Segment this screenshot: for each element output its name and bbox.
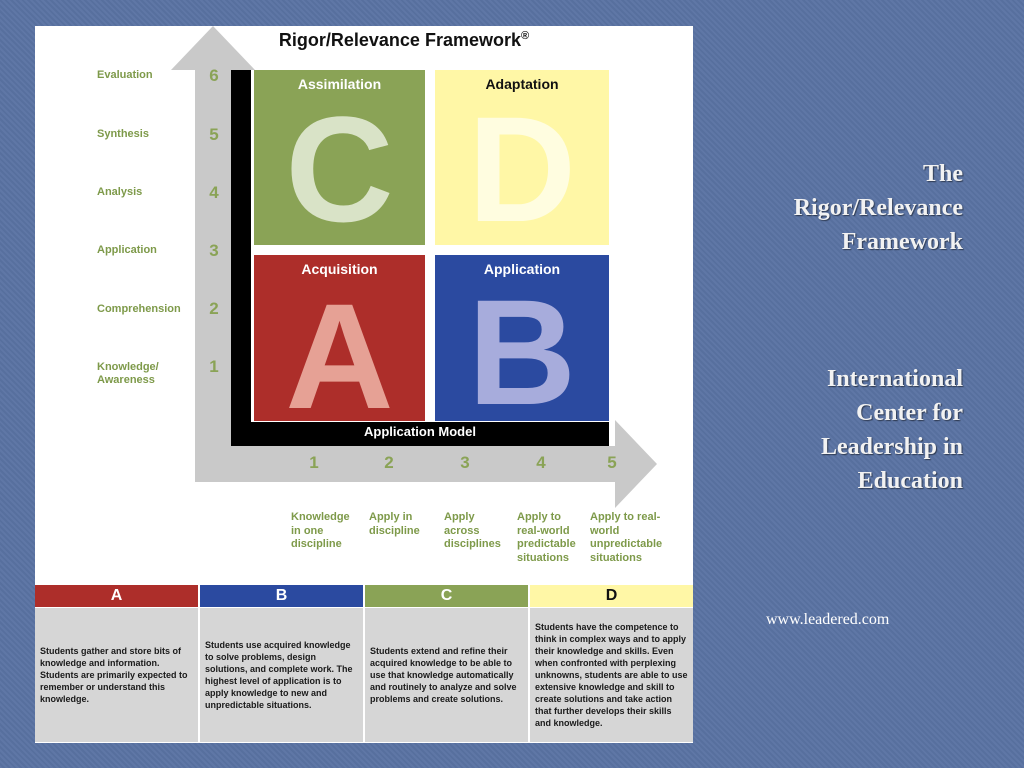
model-description: Apply across disciplines bbox=[444, 511, 501, 550]
level-label: Analysis bbox=[97, 186, 143, 198]
quadrant-d: Adaptation D bbox=[435, 70, 609, 245]
model-description: Knowledge in one discipline bbox=[291, 511, 350, 550]
y-axis-bar bbox=[231, 70, 251, 446]
quadrant-c: Assimilation C bbox=[254, 70, 425, 245]
definition-header-b: B bbox=[200, 585, 363, 607]
level-label: Comprehension bbox=[97, 303, 181, 315]
definition-d: Students have the competence to think in… bbox=[530, 608, 693, 742]
level-number: 3 bbox=[209, 241, 219, 260]
model-number: 1 bbox=[309, 453, 319, 472]
quadrant-title: Acquisition bbox=[301, 261, 378, 277]
model-description: Apply to real-world unpredictable situat… bbox=[590, 511, 663, 564]
quadrant-letter: B bbox=[467, 268, 577, 421]
quadrant-letter: C bbox=[285, 85, 394, 245]
definition-header-d: D bbox=[530, 585, 693, 607]
definition-header-a: A bbox=[35, 585, 198, 607]
quadrant-title: Application bbox=[483, 261, 561, 277]
quadrant-letter: A bbox=[285, 272, 394, 421]
definition-header-c: C bbox=[365, 585, 528, 607]
x-axis-arrow bbox=[195, 420, 657, 508]
model-number: 5 bbox=[607, 453, 617, 472]
quadrant-letter: D bbox=[467, 85, 577, 245]
x-axis-bar bbox=[231, 422, 609, 446]
framework-figure: Rigor/Relevance Framework® Knowledge Tax… bbox=[35, 26, 693, 743]
level-label: Knowledge/ Awareness bbox=[97, 361, 159, 386]
level-number: 1 bbox=[209, 357, 219, 376]
quadrant-b: Application B bbox=[435, 255, 609, 421]
model-number: 2 bbox=[384, 453, 394, 472]
website-url: www.leadered.com bbox=[766, 611, 890, 628]
axis-arrows bbox=[171, 26, 657, 508]
model-description: Apply in discipline bbox=[369, 511, 420, 537]
model-number: 4 bbox=[536, 453, 546, 472]
organization-name: International Center for Leadership in E… bbox=[820, 366, 963, 494]
level-number: 5 bbox=[209, 125, 219, 144]
level-number: 6 bbox=[209, 66, 219, 85]
definition-b: Students use acquired knowledge to solve… bbox=[200, 608, 363, 742]
figure-title: Rigor/Relevance Framework® bbox=[278, 30, 530, 50]
axis-corner bbox=[195, 446, 231, 482]
quadrant-title: Adaptation bbox=[485, 76, 559, 92]
model-number: 3 bbox=[460, 453, 470, 472]
x-axis-label: Application Model bbox=[364, 424, 476, 439]
level-number: 4 bbox=[209, 183, 219, 202]
level-number: 2 bbox=[209, 299, 219, 318]
definition-a: Students gather and store bits of knowle… bbox=[35, 608, 198, 742]
y-axis-arrow bbox=[171, 26, 255, 482]
quadrant-title: Assimilation bbox=[297, 76, 382, 92]
model-description: Apply to real-world predictable situatio… bbox=[517, 511, 576, 564]
quadrant-a: Acquisition A bbox=[254, 255, 425, 421]
definition-c: Students extend and refine their acquire… bbox=[365, 608, 528, 742]
level-label: Evaluation bbox=[97, 69, 153, 81]
slide-title: The Rigor/Relevance Framework bbox=[793, 161, 963, 255]
level-label: Synthesis bbox=[97, 128, 149, 140]
level-label: Application bbox=[97, 244, 157, 256]
